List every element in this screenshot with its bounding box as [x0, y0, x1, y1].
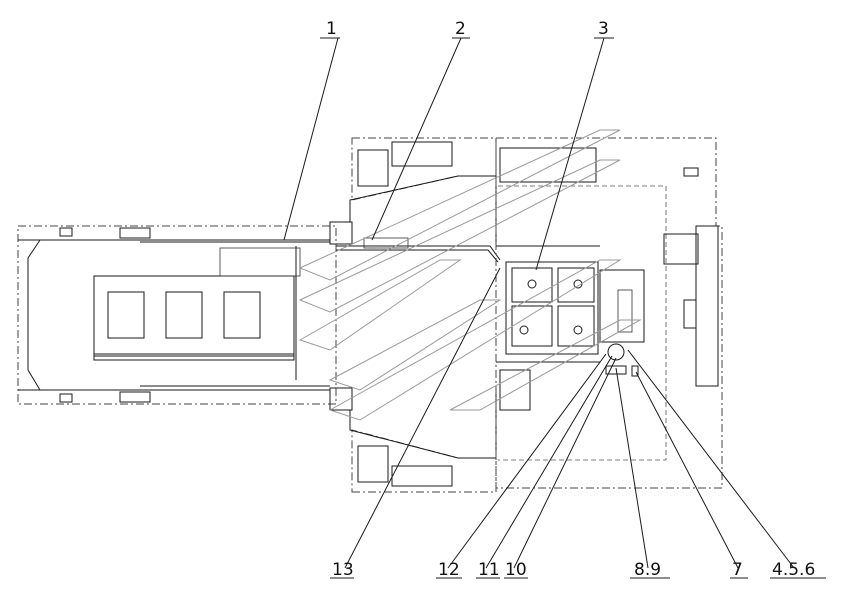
leader-2: [371, 37, 462, 241]
battery-4: [557, 305, 595, 347]
battery-terminal-2: [573, 279, 583, 289]
battery-terminal-1: [527, 279, 537, 289]
weight-slot-1: [107, 291, 145, 339]
lower-cabin-panel: [357, 445, 389, 483]
engine-compartment-outline: [495, 137, 723, 489]
part-label-2: 2: [455, 19, 466, 39]
leader-7: [635, 371, 739, 569]
leader-12: [447, 353, 607, 569]
watermark-logo: [298, 129, 642, 421]
part-label-12: 12: [438, 560, 460, 580]
inner-dashed-frame: [498, 185, 667, 461]
battery-box: [505, 261, 599, 355]
side-latch: [683, 299, 697, 329]
battery-terminal-3: [519, 325, 529, 335]
watermark-stroke-4: [328, 299, 502, 391]
part-label-7: 7: [732, 560, 743, 580]
battery-1: [511, 267, 553, 303]
side-rail: [695, 225, 719, 387]
right-housing: [495, 137, 723, 489]
component-box-left: [219, 247, 301, 277]
leader-11: [485, 355, 613, 569]
left-frame-bracket-top: [119, 227, 151, 239]
central-body: [329, 137, 501, 493]
upper-window: [391, 141, 453, 167]
top-right-lug: [683, 167, 699, 177]
part-label-3: 3: [598, 19, 609, 39]
part-label-10: 10: [505, 560, 527, 580]
part-label-13: 13: [332, 560, 354, 580]
battery-3: [511, 305, 553, 347]
part-label-8-9: 8.9: [634, 560, 661, 580]
watermark-stroke-1: [298, 129, 621, 281]
leader-1: [283, 37, 339, 241]
lower-left-box: [499, 369, 531, 411]
weight-slot-2: [165, 291, 203, 339]
relay-block: [605, 365, 627, 375]
left-frame-nose: [27, 239, 41, 391]
lower-window: [391, 465, 453, 487]
left-frame-bracket-bottom: [119, 391, 151, 403]
battery-terminal-4: [573, 325, 583, 335]
control-panel-slot: [617, 289, 633, 333]
left-frame: [17, 225, 337, 405]
part-label-11: 11: [478, 560, 500, 580]
lower-platform: [351, 429, 497, 493]
counterweight-base: [93, 353, 295, 361]
pipe-upper-2: [336, 249, 499, 263]
watermark-stroke-3: [298, 259, 462, 351]
leader-8-9: [615, 367, 649, 569]
watermark-stroke-5: [328, 259, 622, 421]
part-labels: 1 2 3 13 12 11 10 8.9 7 4.5.6: [326, 19, 815, 580]
counterweight-block: [93, 275, 295, 357]
side-bracket-upper: [663, 233, 699, 265]
leader-13: [344, 267, 501, 569]
part-label-4-5-6: 4.5.6: [772, 560, 815, 580]
lower-hinge-block: [329, 387, 353, 411]
watermark-stroke-6: [449, 319, 642, 411]
left-frame-lug-bottom: [59, 393, 73, 403]
leader-lines: [283, 37, 826, 579]
control-panel: [599, 269, 645, 343]
left-frame-outline: [17, 225, 337, 405]
leader-4-5-6: [627, 349, 795, 569]
weight-slot-3: [223, 291, 261, 339]
watermark-stroke-2: [298, 159, 621, 313]
fuse-holder: [631, 365, 639, 377]
upper-platform: [351, 137, 497, 201]
pipe-clamp: [363, 237, 409, 249]
pipe-upper: [336, 245, 501, 261]
battery-2: [557, 267, 595, 303]
part-label-1: 1: [326, 19, 337, 39]
upper-right-cover: [499, 147, 597, 183]
main-switch: [607, 343, 625, 361]
upper-cabin-panel: [357, 149, 389, 187]
leader-3: [535, 37, 605, 271]
upper-hinge-block: [329, 221, 353, 245]
left-frame-lug-top: [59, 227, 73, 237]
leader-10: [513, 357, 617, 569]
